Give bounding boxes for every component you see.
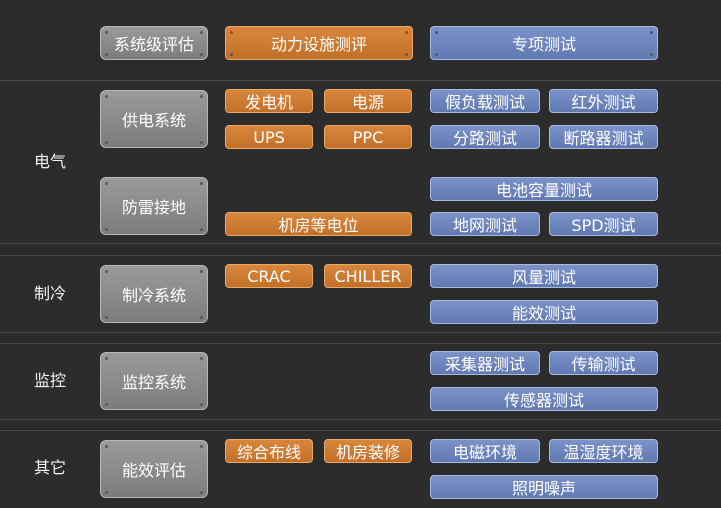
test-battery-capacity: 电池容量测试	[430, 177, 658, 201]
test-temperature-humidity-label: 温湿度环境	[563, 443, 644, 462]
system-power-supply-label: 供电系统	[121, 111, 186, 130]
item-ups: UPS	[225, 125, 313, 149]
test-lighting-noise: 照明噪声	[430, 475, 658, 499]
test-spd: SPD测试	[549, 212, 658, 236]
item-room-decoration-label: 机房装修	[335, 443, 400, 462]
category-cooling: 制冷	[34, 284, 67, 303]
test-collector-label: 采集器测试	[444, 355, 525, 374]
item-power-source-label: 电源	[351, 93, 384, 112]
header-system-evaluation: 系统级评估	[100, 26, 208, 60]
header-special-tests-label: 专项测试	[511, 35, 576, 54]
test-transmission: 传输测试	[549, 351, 658, 375]
test-ground-grid: 地网测试	[430, 212, 540, 236]
system-monitoring-label: 监控系统	[121, 373, 186, 392]
system-energy-evaluation: 能效评估	[100, 440, 208, 498]
item-chiller: CHILLER	[324, 264, 412, 288]
test-dummy-load-label: 假负载测试	[444, 93, 525, 112]
system-monitoring: 监控系统	[100, 352, 208, 410]
category-other: 其它	[34, 458, 67, 477]
system-cooling: 制冷系统	[100, 265, 208, 323]
category-monitoring: 监控	[34, 371, 67, 390]
system-power-supply: 供电系统	[100, 90, 208, 148]
item-room-decoration: 机房装修	[324, 439, 412, 463]
item-ups-label: UPS	[253, 127, 285, 147]
system-lightning-grounding: 防雷接地	[100, 177, 208, 235]
item-crac-label: CRAC	[247, 266, 291, 286]
header-system-evaluation-label: 系统级评估	[113, 35, 194, 54]
system-energy-evaluation-label: 能效评估	[121, 461, 186, 480]
test-branch-circuit: 分路测试	[430, 125, 540, 149]
test-spd-label: SPD测试	[571, 216, 636, 235]
test-infrared: 红外测试	[549, 89, 658, 113]
test-dummy-load: 假负载测试	[430, 89, 540, 113]
item-ppc: PPC	[324, 125, 412, 149]
test-collector: 采集器测试	[430, 351, 540, 375]
test-transmission-label: 传输测试	[571, 355, 636, 374]
category-electrical: 电气	[34, 152, 67, 171]
test-electromagnetic-label: 电磁环境	[452, 443, 517, 462]
test-airflow: 风量测试	[430, 264, 658, 288]
test-infrared-label: 红外测试	[571, 93, 636, 112]
test-energy-efficiency-label: 能效测试	[511, 304, 576, 323]
header-power-facility-evaluation: 动力设施测评	[225, 26, 413, 60]
item-equipotential: 机房等电位	[225, 212, 412, 236]
item-ppc-label: PPC	[352, 127, 384, 147]
header-power-facility-evaluation-label: 动力设施测评	[270, 35, 367, 54]
test-sensor: 传感器测试	[430, 387, 658, 411]
item-power-source: 电源	[324, 89, 412, 113]
item-generator-label: 发电机	[244, 93, 293, 112]
test-temperature-humidity: 温湿度环境	[549, 439, 658, 463]
test-lighting-noise-label: 照明噪声	[511, 479, 576, 498]
item-structured-cabling: 综合布线	[225, 439, 313, 463]
system-cooling-label: 制冷系统	[121, 286, 186, 305]
item-equipotential-label: 机房等电位	[278, 216, 359, 235]
system-lightning-grounding-label: 防雷接地	[121, 198, 186, 217]
test-energy-efficiency: 能效测试	[430, 300, 658, 324]
item-chiller-label: CHILLER	[334, 266, 402, 286]
test-electromagnetic: 电磁环境	[430, 439, 540, 463]
test-ground-grid-label: 地网测试	[452, 216, 517, 235]
test-battery-capacity-label: 电池容量测试	[495, 181, 592, 200]
item-crac: CRAC	[225, 264, 313, 288]
test-airflow-label: 风量测试	[511, 268, 576, 287]
test-circuit-breaker-label: 断路器测试	[563, 129, 644, 148]
test-sensor-label: 传感器测试	[503, 391, 584, 410]
item-structured-cabling-label: 综合布线	[236, 443, 301, 462]
test-circuit-breaker: 断路器测试	[549, 125, 658, 149]
item-generator: 发电机	[225, 89, 313, 113]
header-special-tests: 专项测试	[430, 26, 658, 60]
test-branch-circuit-label: 分路测试	[452, 129, 517, 148]
